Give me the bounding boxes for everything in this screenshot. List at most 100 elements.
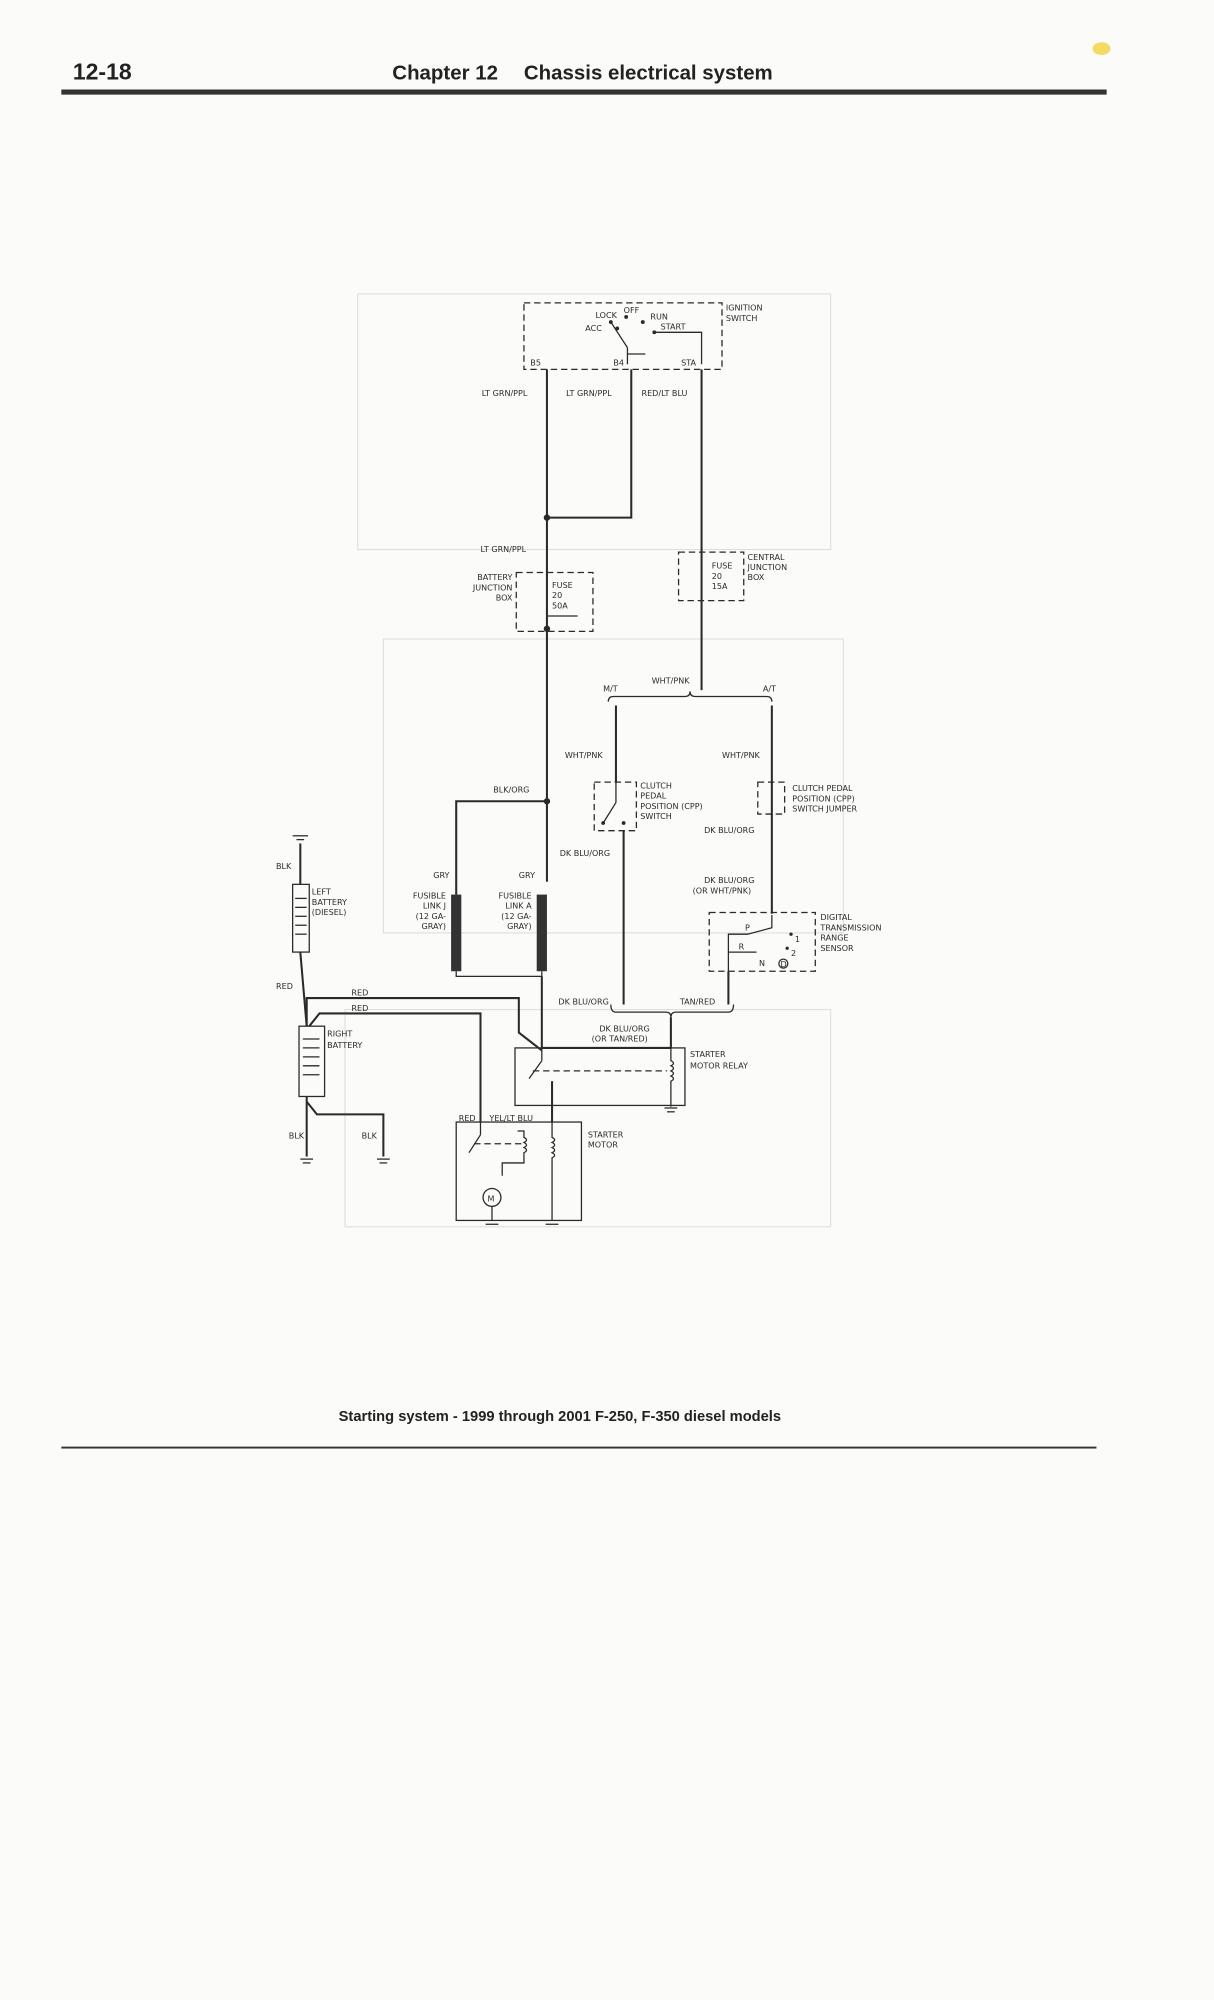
diagram-label: LEFT: [312, 888, 331, 897]
wire-label: YEL/LT BLU: [488, 1114, 533, 1123]
wire-label: RED: [276, 982, 293, 991]
left-battery: LEFT BATTERY (DIESEL): [291, 835, 347, 953]
wire-label: RED: [351, 1004, 368, 1013]
wire-label: BLK/ORG: [493, 785, 529, 794]
diagram-label: (12 GA-: [416, 912, 447, 921]
central-junction-box: CENTRAL JUNCTION BOX FUSE 20 15A: [677, 551, 788, 602]
wire-label: WHT/PNK: [722, 751, 761, 760]
wire-label: DK BLU/ORG: [558, 997, 608, 1006]
diagram-label: CLUTCH: [640, 782, 672, 791]
wire-label: GRY: [519, 871, 535, 880]
diagram-label: JUNCTION: [472, 583, 513, 592]
diagram-label: STARTER: [690, 1050, 726, 1059]
digital-transmission-range-sensor: P R N D 1 2 DIGITAL TRANSMISSION RANGE S…: [708, 911, 881, 972]
wire-label: DK BLU/ORG: [560, 849, 610, 858]
diagram-label: BOX: [748, 573, 765, 582]
diagram-label: (12 GA-: [501, 912, 532, 921]
diagram-label: 20: [712, 572, 722, 581]
wire-label: TAN/RED: [679, 997, 715, 1006]
diagram-label: PEDAL: [640, 792, 666, 801]
diagram-label: FUSIBLE: [413, 891, 446, 900]
wire-label: LT GRN/PPL: [480, 545, 526, 554]
diagram-label: RANGE: [820, 934, 848, 943]
wire-label: (OR WHT/PNK): [693, 886, 752, 895]
diagram-label: GRAY): [507, 922, 531, 931]
diagram-label: SENSOR: [820, 944, 854, 953]
diagram-label: P: [745, 923, 750, 932]
diagram-label: CENTRAL: [748, 553, 785, 562]
diagram-label: TRANSMISSION: [819, 923, 881, 932]
diagram-label: B5: [530, 359, 541, 368]
battery-junction-box: BATTERY JUNCTION BOX FUSE 20 50A: [472, 571, 594, 632]
wire-label: BLK: [362, 1132, 378, 1141]
chapter-title: Chassis electrical system: [524, 61, 773, 84]
wire-label: M/T: [603, 684, 618, 693]
diagram-label: POSITION (CPP): [792, 794, 854, 803]
diagram-label: BATTERY: [312, 898, 347, 907]
starter-motor-relay: STARTER MOTOR RELAY: [514, 1046, 748, 1123]
wire-label: BLK: [276, 862, 292, 871]
diagram-label: LINK A: [505, 902, 532, 911]
diagram-label: ACC: [585, 324, 602, 333]
page-number: 12-18: [73, 58, 132, 84]
diagram-label: MOTOR: [588, 1141, 619, 1150]
diagram-label: D: [781, 960, 787, 969]
diagram-label: STARTER: [588, 1130, 624, 1139]
diagram-label: STA: [681, 359, 696, 368]
starter-motor: M STARTER MOTOR: [455, 1121, 624, 1225]
diagram-label: JUNCTION: [747, 563, 788, 572]
figure-caption: Starting system - 1999 through 2001 F-25…: [339, 1409, 781, 1425]
diagram-label: 1: [795, 935, 800, 944]
diagram-label: N: [759, 959, 765, 968]
clutch-pedal-position-switch-jumper: CLUTCH PEDAL POSITION (CPP) SWITCH JUMPE…: [757, 781, 858, 815]
wire-label: RED: [459, 1114, 476, 1123]
diagram-label: FUSE: [712, 562, 733, 571]
wire-label: BLK: [289, 1132, 305, 1141]
diagram-label: POSITION (CPP): [640, 802, 702, 811]
wire-label: GRY: [433, 871, 449, 880]
wire-label: RED/LT BLU: [642, 389, 688, 398]
diagram-label: OFF: [624, 306, 640, 315]
fusible-link-a: FUSIBLE LINK A (12 GA- GRAY): [499, 891, 533, 931]
diagram-label: 50A: [552, 601, 568, 610]
diagram-label: RIGHT: [327, 1029, 352, 1038]
chapter-label: Chapter 12: [392, 61, 498, 84]
wire-label: LT GRN/PPL: [566, 389, 612, 398]
yellow-smudge: [1092, 42, 1111, 55]
wire-label: A/T: [763, 684, 776, 693]
diagram-label: BATTERY: [477, 573, 512, 582]
diagram-label: 15A: [712, 582, 728, 591]
diagram-label: BOX: [496, 594, 513, 603]
diagram-label: FUSE: [552, 581, 573, 590]
wire-label: WHT/PNK: [652, 677, 691, 686]
right-battery: RIGHT BATTERY: [298, 1025, 362, 1098]
wire-label: DK BLU/ORG: [704, 826, 754, 835]
ignition-switch: IGNITION SWITCH LOCK OFF RUN ACC START B…: [523, 302, 763, 370]
wire-label: DK BLU/ORG: [599, 1024, 649, 1033]
diagram-label: (DIESEL): [312, 908, 347, 917]
wiring: [451, 369, 773, 1048]
clutch-pedal-position-switch: CLUTCH PEDAL POSITION (CPP) SWITCH: [593, 781, 703, 832]
wire-label: DK BLU/ORG: [704, 876, 754, 885]
diagram-label: M: [488, 1194, 495, 1203]
diagram-label: SWITCH JUMPER: [792, 805, 857, 814]
diagram-label: SWITCH: [726, 314, 758, 323]
wire-label: LT GRN/PPL: [482, 389, 528, 398]
diagram-label: FUSIBLE: [499, 891, 532, 900]
wire-label: RED: [351, 989, 368, 998]
diagram-label: IGNITION: [726, 304, 763, 313]
diagram-label: BATTERY: [327, 1041, 362, 1050]
bleed-through-ghost: [344, 293, 844, 1228]
diagram-label: 2: [791, 949, 796, 958]
diagram-label: LINK J: [423, 902, 446, 911]
diagram-label: CLUTCH PEDAL: [792, 784, 853, 793]
diagram-label: LOCK: [595, 311, 617, 320]
diagram-label: B4: [613, 359, 624, 368]
header-rule: [61, 89, 1107, 95]
fusible-link-j: FUSIBLE LINK J (12 GA- GRAY): [413, 891, 446, 931]
diagram-label: R: [739, 943, 745, 952]
diagram-label: 20: [552, 591, 562, 600]
diagram-label: START: [661, 323, 686, 332]
diagram-label: GRAY): [422, 922, 446, 931]
